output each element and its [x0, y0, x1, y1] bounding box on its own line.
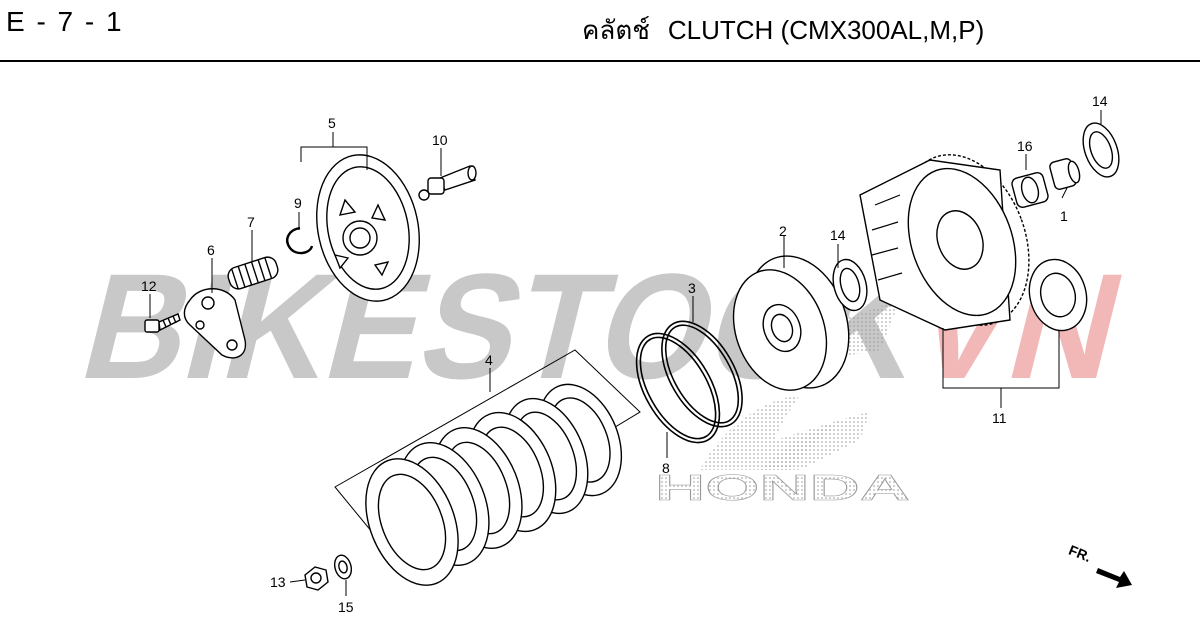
callout-2: 2 — [779, 223, 787, 239]
part-washer-15 — [333, 554, 353, 580]
page-title-thai: คลัตช์ — [582, 15, 650, 45]
callout-8: 8 — [662, 460, 670, 476]
page-title-english: CLUTCH (CMX300AL,M,P) — [667, 15, 985, 45]
callout-12: 12 — [141, 278, 157, 294]
callout-7: 7 — [247, 214, 255, 230]
part-bolt-12 — [144, 313, 181, 333]
honda-logo-text: HONDA — [655, 467, 910, 508]
part-needle-bearing-16 — [1011, 172, 1049, 208]
exploded-parts-diagram: BIKESTOCK VN HONDA — [68, 93, 1140, 615]
header-divider — [0, 60, 1200, 62]
callout-13: 13 — [270, 574, 286, 590]
callout-5: 5 — [328, 115, 336, 131]
callout-15: 15 — [338, 599, 354, 615]
page-title: คลัตช์ CLUTCH (CMX300AL,M,P) — [582, 10, 984, 51]
part-collar-1 — [1049, 158, 1081, 190]
part-judder-spring-3 — [661, 320, 743, 428]
part-spring-7 — [227, 256, 279, 290]
callout-6: 6 — [207, 242, 215, 258]
leader-lines — [149, 110, 1102, 596]
page-code: E - 7 - 1 — [6, 6, 124, 37]
callout-14a: 14 — [830, 227, 846, 243]
part-clip-9 — [286, 226, 314, 255]
part-thrust-washer-14a — [832, 258, 868, 312]
callout-labels: 1 2 3 4 5 6 7 8 9 10 11 12 13 14 14 15 1… — [141, 93, 1108, 615]
honda-wing-logo: HONDA — [655, 300, 910, 508]
part-clutch-disc-set-4 — [334, 349, 641, 586]
page-header: E - 7 - 1 คลัตช์ CLUTCH (CMX300AL,M,P) — [0, 0, 1200, 62]
callout-16: 16 — [1017, 138, 1033, 154]
front-direction-label: FR. — [1067, 542, 1094, 565]
part-clutch-center-2 — [732, 255, 850, 391]
callout-9: 9 — [294, 195, 302, 211]
callout-14b: 14 — [1092, 93, 1108, 109]
callout-1: 1 — [1060, 208, 1068, 224]
part-nut-13 — [304, 566, 329, 591]
callout-10: 10 — [432, 132, 448, 148]
front-direction-marker: FR. — [1067, 542, 1132, 588]
part-spring-seat-8 — [635, 332, 721, 444]
part-clutch-outer-11 — [859, 154, 1088, 332]
front-arrow-icon — [1096, 568, 1132, 588]
callout-3: 3 — [688, 280, 696, 296]
part-lifter-plate-6 — [183, 288, 247, 359]
part-pressure-plate-5 — [316, 154, 420, 302]
callout-4: 4 — [485, 352, 493, 368]
part-lifter-piece-10 — [418, 165, 477, 201]
callout-11: 11 — [992, 410, 1007, 426]
part-thrust-washer-14b — [1082, 122, 1120, 178]
